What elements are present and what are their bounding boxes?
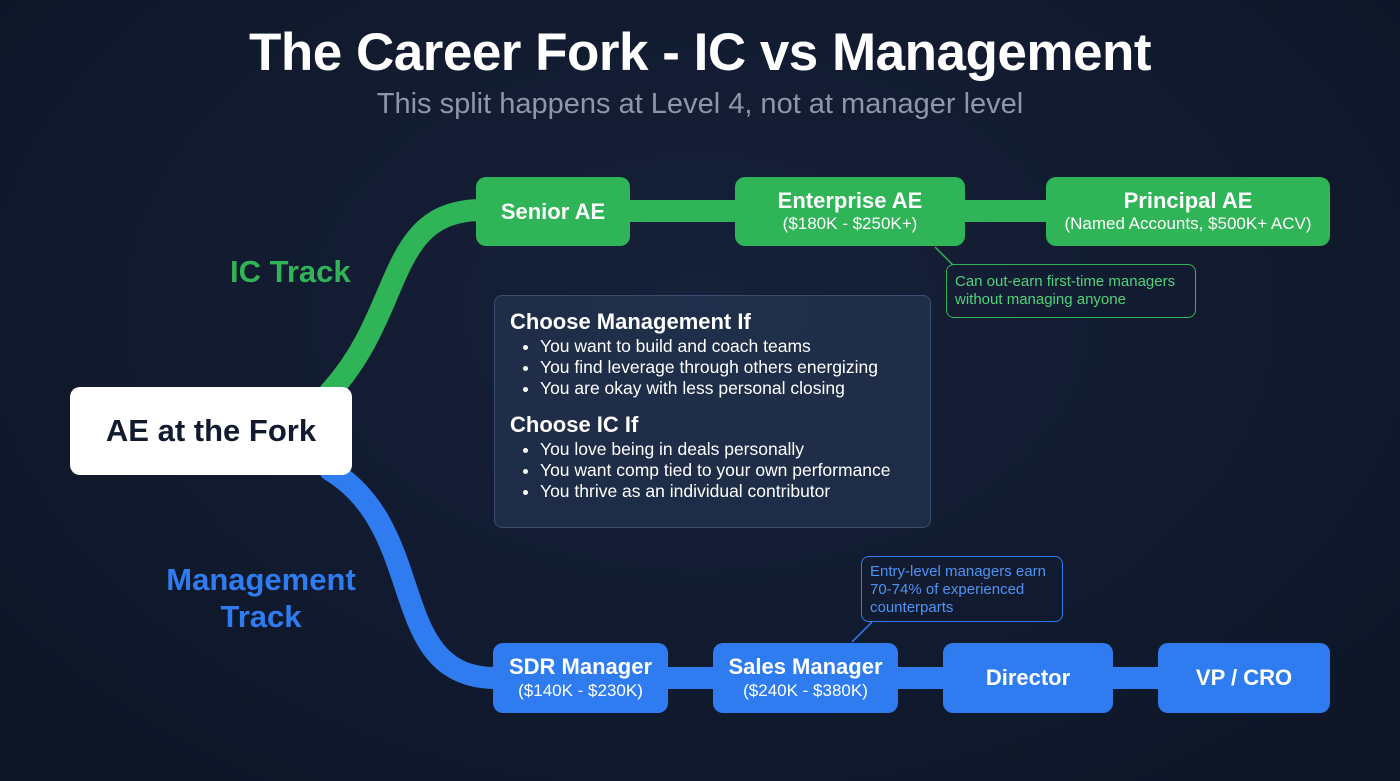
- management-track-label-line1: Management: [166, 562, 356, 597]
- ic-criteria-heading: Choose IC If: [510, 412, 639, 437]
- node-title: Enterprise AE: [777, 187, 923, 213]
- node-detail: ($180K - $250K+): [782, 214, 918, 234]
- management-callout: Entry-level managers earn 70-74% of expe…: [861, 556, 1063, 622]
- node-detail: (Named Accounts, $500K+ ACV): [1064, 214, 1312, 234]
- node-title: Director: [985, 665, 1071, 691]
- node-senior-ae: Senior AE: [476, 177, 630, 246]
- ic-callout: Can out-earn first-time managers without…: [946, 264, 1196, 318]
- ic-branch-curve: [319, 199, 491, 403]
- decision-box: Choose Management If You want to build a…: [494, 295, 931, 528]
- ic-callout-pointer: [934, 246, 954, 266]
- management-track-label-line2: Track: [220, 599, 302, 635]
- list-item: You want comp tied to your own performan…: [540, 460, 915, 481]
- management-track-label: Management Track: [155, 561, 367, 635]
- node-director: Director: [943, 643, 1113, 713]
- node-title: VP / CRO: [1195, 665, 1293, 691]
- list-item: You find leverage through others energiz…: [540, 357, 915, 378]
- page-subtitle: This split happens at Level 4, not at ma…: [376, 88, 1024, 120]
- list-item: You love being in deals personally: [540, 439, 915, 460]
- node-sales-manager: Sales Manager ($240K - $380K): [713, 643, 898, 713]
- management-criteria-heading: Choose Management If: [510, 309, 751, 334]
- node-vp-cro: VP / CRO: [1158, 643, 1330, 713]
- ic-criteria-list: You love being in deals personally You w…: [510, 439, 915, 502]
- node-title: Principal AE: [1123, 187, 1253, 213]
- node-title: SDR Manager: [508, 654, 653, 680]
- ic-track-label: IC Track: [230, 254, 351, 289]
- node-title: Senior AE: [500, 198, 606, 224]
- node-principal-ae: Principal AE (Named Accounts, $500K+ ACV…: [1046, 177, 1330, 246]
- node-detail: ($240K - $380K): [743, 680, 868, 700]
- list-item: You are okay with less personal closing: [540, 378, 915, 399]
- list-item: You thrive as an individual contributor: [540, 481, 915, 502]
- node-detail: ($140K - $230K): [518, 680, 643, 700]
- node-enterprise-ae: Enterprise AE ($180K - $250K+): [735, 177, 965, 246]
- mgmt-branch-curve: [319, 459, 506, 689]
- management-criteria-list: You want to build and coach teams You fi…: [510, 336, 915, 399]
- page-title: The Career Fork - IC vs Management: [249, 23, 1151, 82]
- node-sdr-manager: SDR Manager ($140K - $230K): [493, 643, 668, 713]
- node-title: Sales Manager: [728, 654, 883, 680]
- list-item: You want to build and coach teams: [540, 336, 915, 357]
- fork-node: AE at the Fork: [70, 387, 352, 475]
- mgmt-callout-pointer: [851, 621, 873, 643]
